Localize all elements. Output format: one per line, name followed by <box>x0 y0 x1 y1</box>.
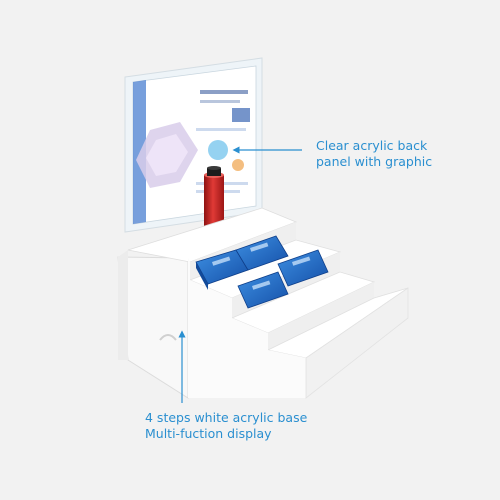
base-callout-line2: Multi-fuction display <box>145 426 272 441</box>
red-cylinder-product <box>204 166 224 233</box>
base-callout: 4 steps white acrylic base Multi-fuction… <box>145 410 385 442</box>
base-callout-line1: 4 steps white acrylic base <box>145 410 308 425</box>
back-panel-callout: Clear acrylic back panel with graphic <box>316 138 496 170</box>
blue-product-boxes <box>195 235 329 309</box>
back-panel-callout-line1: Clear acrylic back <box>316 138 428 153</box>
back-panel-callout-line2: panel with graphic <box>316 154 433 169</box>
acrylic-back-panel <box>124 57 263 233</box>
